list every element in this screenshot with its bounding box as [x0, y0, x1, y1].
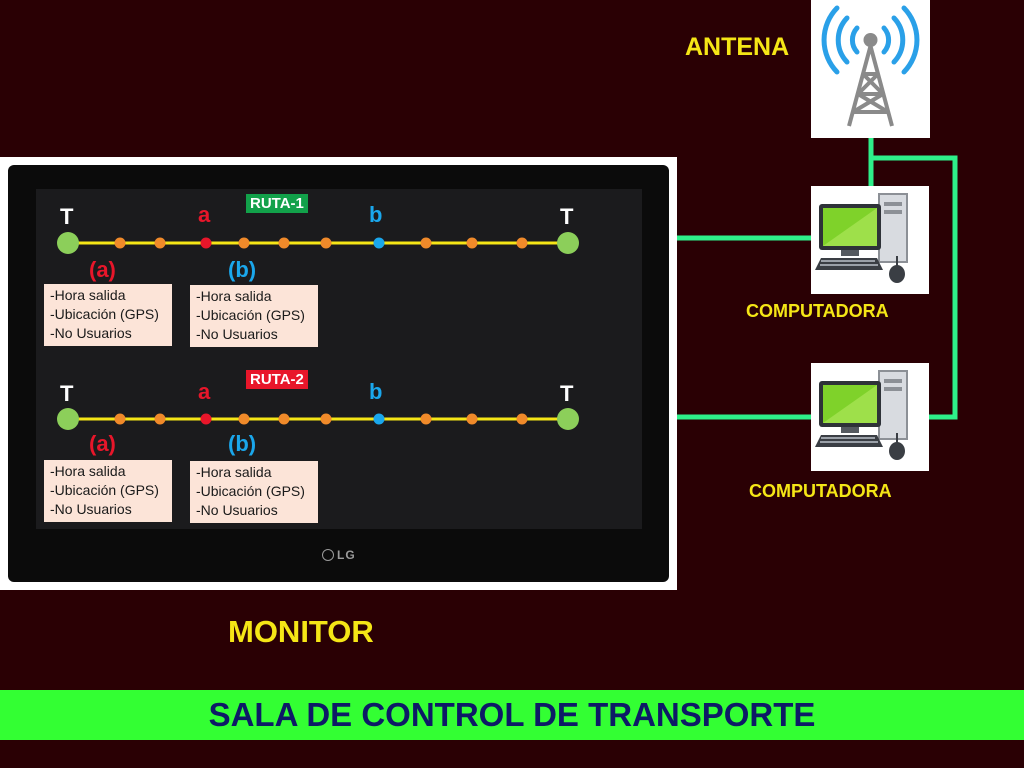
- route-2-point-b-label: b: [369, 379, 383, 404]
- route-1-stop: [238, 237, 250, 249]
- route-1-stop: [278, 237, 290, 249]
- route-1-info-a: -Hora salida -Ubicación (GPS) -No Usuari…: [44, 284, 172, 346]
- desktop-computer-icon: [815, 370, 908, 460]
- info-line: -Ubicación (GPS): [50, 482, 159, 498]
- info-line: -No Usuarios: [196, 502, 278, 518]
- route-2-stop: [516, 413, 528, 425]
- route-1-point-b-marker: [373, 237, 385, 249]
- route-1-point-a-marker: [200, 237, 212, 249]
- route-1-stop: [114, 237, 126, 249]
- lg-logo-icon: [322, 549, 334, 561]
- route-2-stop: [114, 413, 126, 425]
- route-2-point-a-marker: [200, 413, 212, 425]
- footer-title: SALA DE CONTROL DE TRANSPORTE: [208, 696, 816, 733]
- route-2-point-a-label: a: [198, 379, 211, 404]
- computer-2-tile: [811, 363, 929, 471]
- route-2-terminal-right: T: [560, 381, 574, 406]
- route-2-point-b-marker: [373, 413, 385, 425]
- route-1-stop: [516, 237, 528, 249]
- info-line: -Ubicación (GPS): [196, 307, 305, 323]
- route-2-terminal-left: T: [60, 381, 74, 406]
- info-line: -No Usuarios: [50, 501, 132, 517]
- info-line: -Hora salida: [50, 287, 126, 303]
- computer-1-tile: [811, 186, 929, 294]
- route-1-point-a-label: a: [198, 202, 211, 227]
- info-line: -Hora salida: [196, 464, 272, 480]
- computer-1-label: COMPUTADORA: [746, 301, 889, 321]
- route-1-stop: [420, 237, 432, 249]
- route-2-stop: [238, 413, 250, 425]
- antenna-tile: [811, 0, 930, 138]
- route-1-stop: [154, 237, 166, 249]
- route-1-stop: [466, 237, 478, 249]
- route-1-info-b: -Hora salida -Ubicación (GPS) -No Usuari…: [190, 285, 318, 347]
- desktop-computer-icon: [815, 193, 908, 283]
- route-2-info-b: -Hora salida -Ubicación (GPS) -No Usuari…: [190, 461, 318, 523]
- route-2-stop: [154, 413, 166, 425]
- info-line: -Ubicación (GPS): [196, 483, 305, 499]
- route-2-stop: [420, 413, 432, 425]
- info-line: -Ubicación (GPS): [50, 306, 159, 322]
- route-1-caption-a: (a): [89, 257, 116, 282]
- info-line: -No Usuarios: [196, 326, 278, 342]
- info-line: -Hora salida: [196, 288, 272, 304]
- antenna-tower-icon: [821, 5, 920, 127]
- route-2-stop: [278, 413, 290, 425]
- monitor-brand: LG: [322, 548, 356, 562]
- footer-bar: [0, 690, 1024, 740]
- route-1-stop: [320, 237, 332, 249]
- info-line: -No Usuarios: [50, 325, 132, 341]
- route-1-terminal-left: T: [60, 204, 74, 229]
- computer-2-label: COMPUTADORA: [749, 481, 892, 501]
- route-2-stop: [320, 413, 332, 425]
- route-2-terminal-left-marker: [57, 408, 79, 430]
- route-2-caption-b: (b): [228, 431, 257, 456]
- route-1-terminal-right-marker: [557, 232, 579, 254]
- monitor-label: MONITOR: [228, 614, 374, 649]
- route-1-terminal-left-marker: [57, 232, 79, 254]
- route-2-info-a: -Hora salida -Ubicación (GPS) -No Usuari…: [44, 460, 172, 522]
- route-1-terminal-right: T: [560, 204, 574, 229]
- route-1-point-b-label: b: [369, 202, 383, 227]
- route-2-caption-a: (a): [89, 431, 116, 456]
- route-2-terminal-right-marker: [557, 408, 579, 430]
- route-1-tag: RUTA-1: [246, 194, 308, 213]
- antenna-label: ANTENA: [685, 33, 790, 61]
- route-2-tag: RUTA-2: [246, 370, 308, 389]
- route-1-caption-b: (b): [228, 257, 257, 282]
- route-2-stop: [466, 413, 478, 425]
- info-line: -Hora salida: [50, 463, 126, 479]
- link-antenna-computer2: [871, 155, 958, 420]
